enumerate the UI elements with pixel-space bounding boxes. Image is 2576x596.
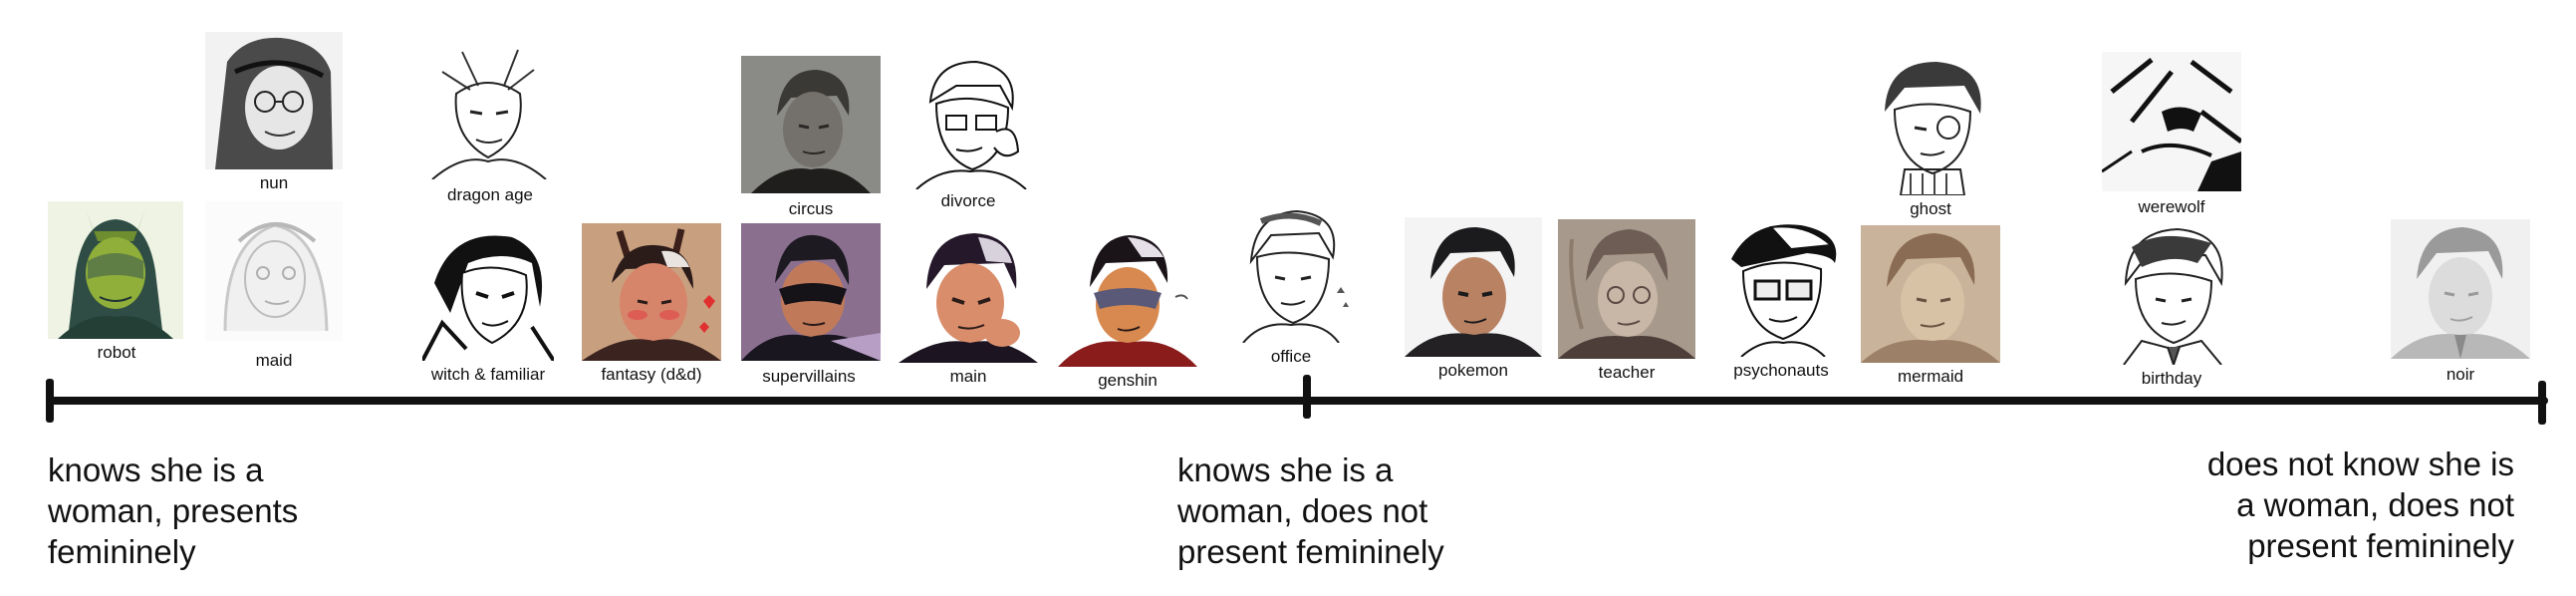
ghost-glasses-sketch-icon [1885,62,1981,195]
ghost-label: ghost [1910,199,1951,218]
robot-label: robot [97,343,136,362]
masked-portrait-icon [1058,235,1197,367]
gray-portrait-icon [751,70,871,193]
werewolf-thumbnail [2102,52,2241,191]
main-label: main [949,367,987,386]
scale-label-right: does not know she is a woman, does not p… [2206,446,2514,564]
fantasy-thumbnail [582,223,721,361]
axis-tick-right [2538,381,2546,425]
divorce-thumbnail [901,52,1038,189]
supervillains-thumbnail [741,223,881,361]
nun-thumbnail [205,32,343,169]
nun-portrait-icon [215,37,333,169]
ink-portrait-icon [422,235,554,361]
scale-label-left: knows she is a woman, presents femininel… [48,451,299,570]
maid-label: maid [255,351,293,370]
robot-thumbnail [48,201,183,339]
horned-blushing-portrait-icon [582,228,721,361]
faded-teacher-icon [1558,229,1695,359]
office-sketch-icon [1242,209,1349,343]
witch-familiar-label: witch & familiar [430,365,546,384]
trainer-portrait-icon [1405,227,1542,357]
teacher-thumbnail [1558,219,1695,359]
masked-villain-icon [741,234,881,361]
main-portrait-icon [899,233,1038,363]
circus-label: circus [788,199,834,218]
psychonauts-glasses-icon [1731,224,1837,357]
psychonauts-thumbnail [1711,215,1851,357]
dragon-age-label: dragon age [446,185,534,204]
horned-sketch-icon [431,49,547,179]
office-thumbnail [1221,203,1361,343]
genshin-label: genshin [1098,371,1158,390]
spectrum-axis [48,397,2548,405]
office-label: office [1270,347,1312,366]
faded-maid-sketch-icon [223,222,329,332]
noir-gray-portrait-icon [2391,227,2530,359]
birthday-thumbnail [2102,223,2241,365]
nun-label: nun [259,173,289,192]
mermaid-thumbnail [1861,225,2000,363]
teacher-label: teacher [1598,363,1656,382]
divorce-label: divorce [940,191,996,210]
fantasy-label: fantasy (d&d) [601,365,702,384]
ghost-thumbnail [1861,56,2000,195]
glasses-sketch-icon [915,60,1027,189]
axis-tick-left [46,379,54,423]
mermaid-label: mermaid [1897,367,1964,386]
birthday-label: birthday [2141,369,2202,388]
dragon-age-thumbnail [422,42,554,179]
werewolf-label: werewolf [2138,197,2205,216]
maid-thumbnail [205,201,343,341]
circus-thumbnail [741,56,881,193]
noir-thumbnail [2391,219,2530,359]
main-thumbnail [899,223,1038,363]
pokemon-thumbnail [1405,217,1542,357]
scale-label-middle: knows she is a woman, does not present f… [1177,451,1444,570]
supervillains-label: supervillains [762,367,856,386]
psychonauts-label: psychonauts [1733,361,1829,380]
birthday-sketch-icon [2123,227,2223,365]
axis-tick-middle [1303,375,1311,419]
genshin-thumbnail [1058,227,1197,367]
green-masked-figure-icon [58,209,173,339]
witch-familiar-thumbnail [422,223,554,361]
pokemon-label: pokemon [1438,361,1508,380]
noir-label: noir [2446,365,2475,384]
sepia-portrait-icon [1861,233,2000,363]
werewolf-ink-icon [2102,58,2241,191]
